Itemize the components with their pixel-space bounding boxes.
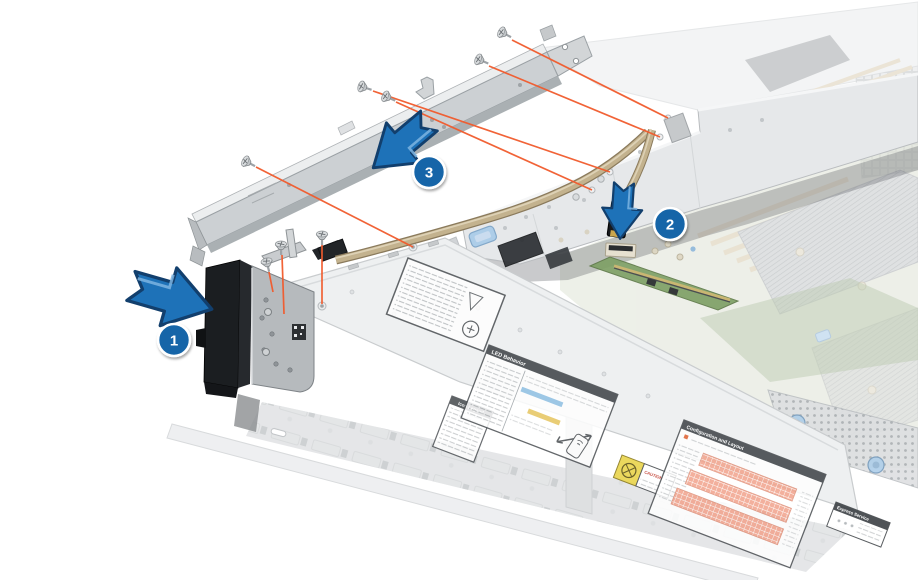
express-service-tag: Express Service — [826, 501, 891, 548]
leader-line — [372, 90, 611, 173]
leader-line — [511, 39, 669, 119]
screw-icon — [356, 79, 374, 96]
standoff — [572, 193, 580, 201]
interior-shadow — [468, 146, 918, 284]
callout-2-number: 2 — [666, 217, 674, 234]
leader-lines — [255, 39, 669, 315]
callout-2-badge: 2 — [652, 206, 688, 242]
thumbscrew — [867, 456, 885, 474]
rail-slot — [270, 428, 287, 438]
top-cover: Icon Legend LED Behavior C — [256, 237, 891, 569]
cable-opening — [663, 112, 692, 144]
board-socket — [604, 242, 637, 259]
leader-line — [255, 166, 414, 248]
leader-line — [268, 271, 274, 293]
screw-icon — [239, 154, 259, 172]
screw-icon — [315, 230, 329, 246]
leader-line — [395, 101, 593, 191]
blue-guide — [815, 329, 832, 343]
leader-line — [488, 65, 661, 138]
blue-release-latch — [468, 225, 498, 248]
control-panel-module — [196, 228, 344, 398]
leader-line — [281, 254, 285, 315]
standoff — [597, 175, 605, 183]
callout-3-badge: 3 — [411, 154, 447, 190]
led-behavior-label: LED Behavior — [460, 344, 619, 469]
bracket-hook — [415, 76, 435, 100]
screw-icon — [472, 52, 491, 70]
riser-card — [588, 256, 740, 311]
callout-1-badge: 1 — [156, 322, 192, 358]
cpu-heatsink — [737, 169, 918, 315]
interior-components — [468, 225, 740, 311]
regulatory-label — [385, 257, 507, 353]
caution-text: CAUTION — [644, 469, 664, 481]
bracket-holes — [287, 83, 522, 187]
callout-1-number: 1 — [170, 333, 178, 350]
screw-icon — [495, 25, 515, 43]
callout-3-number: 3 — [425, 165, 433, 182]
